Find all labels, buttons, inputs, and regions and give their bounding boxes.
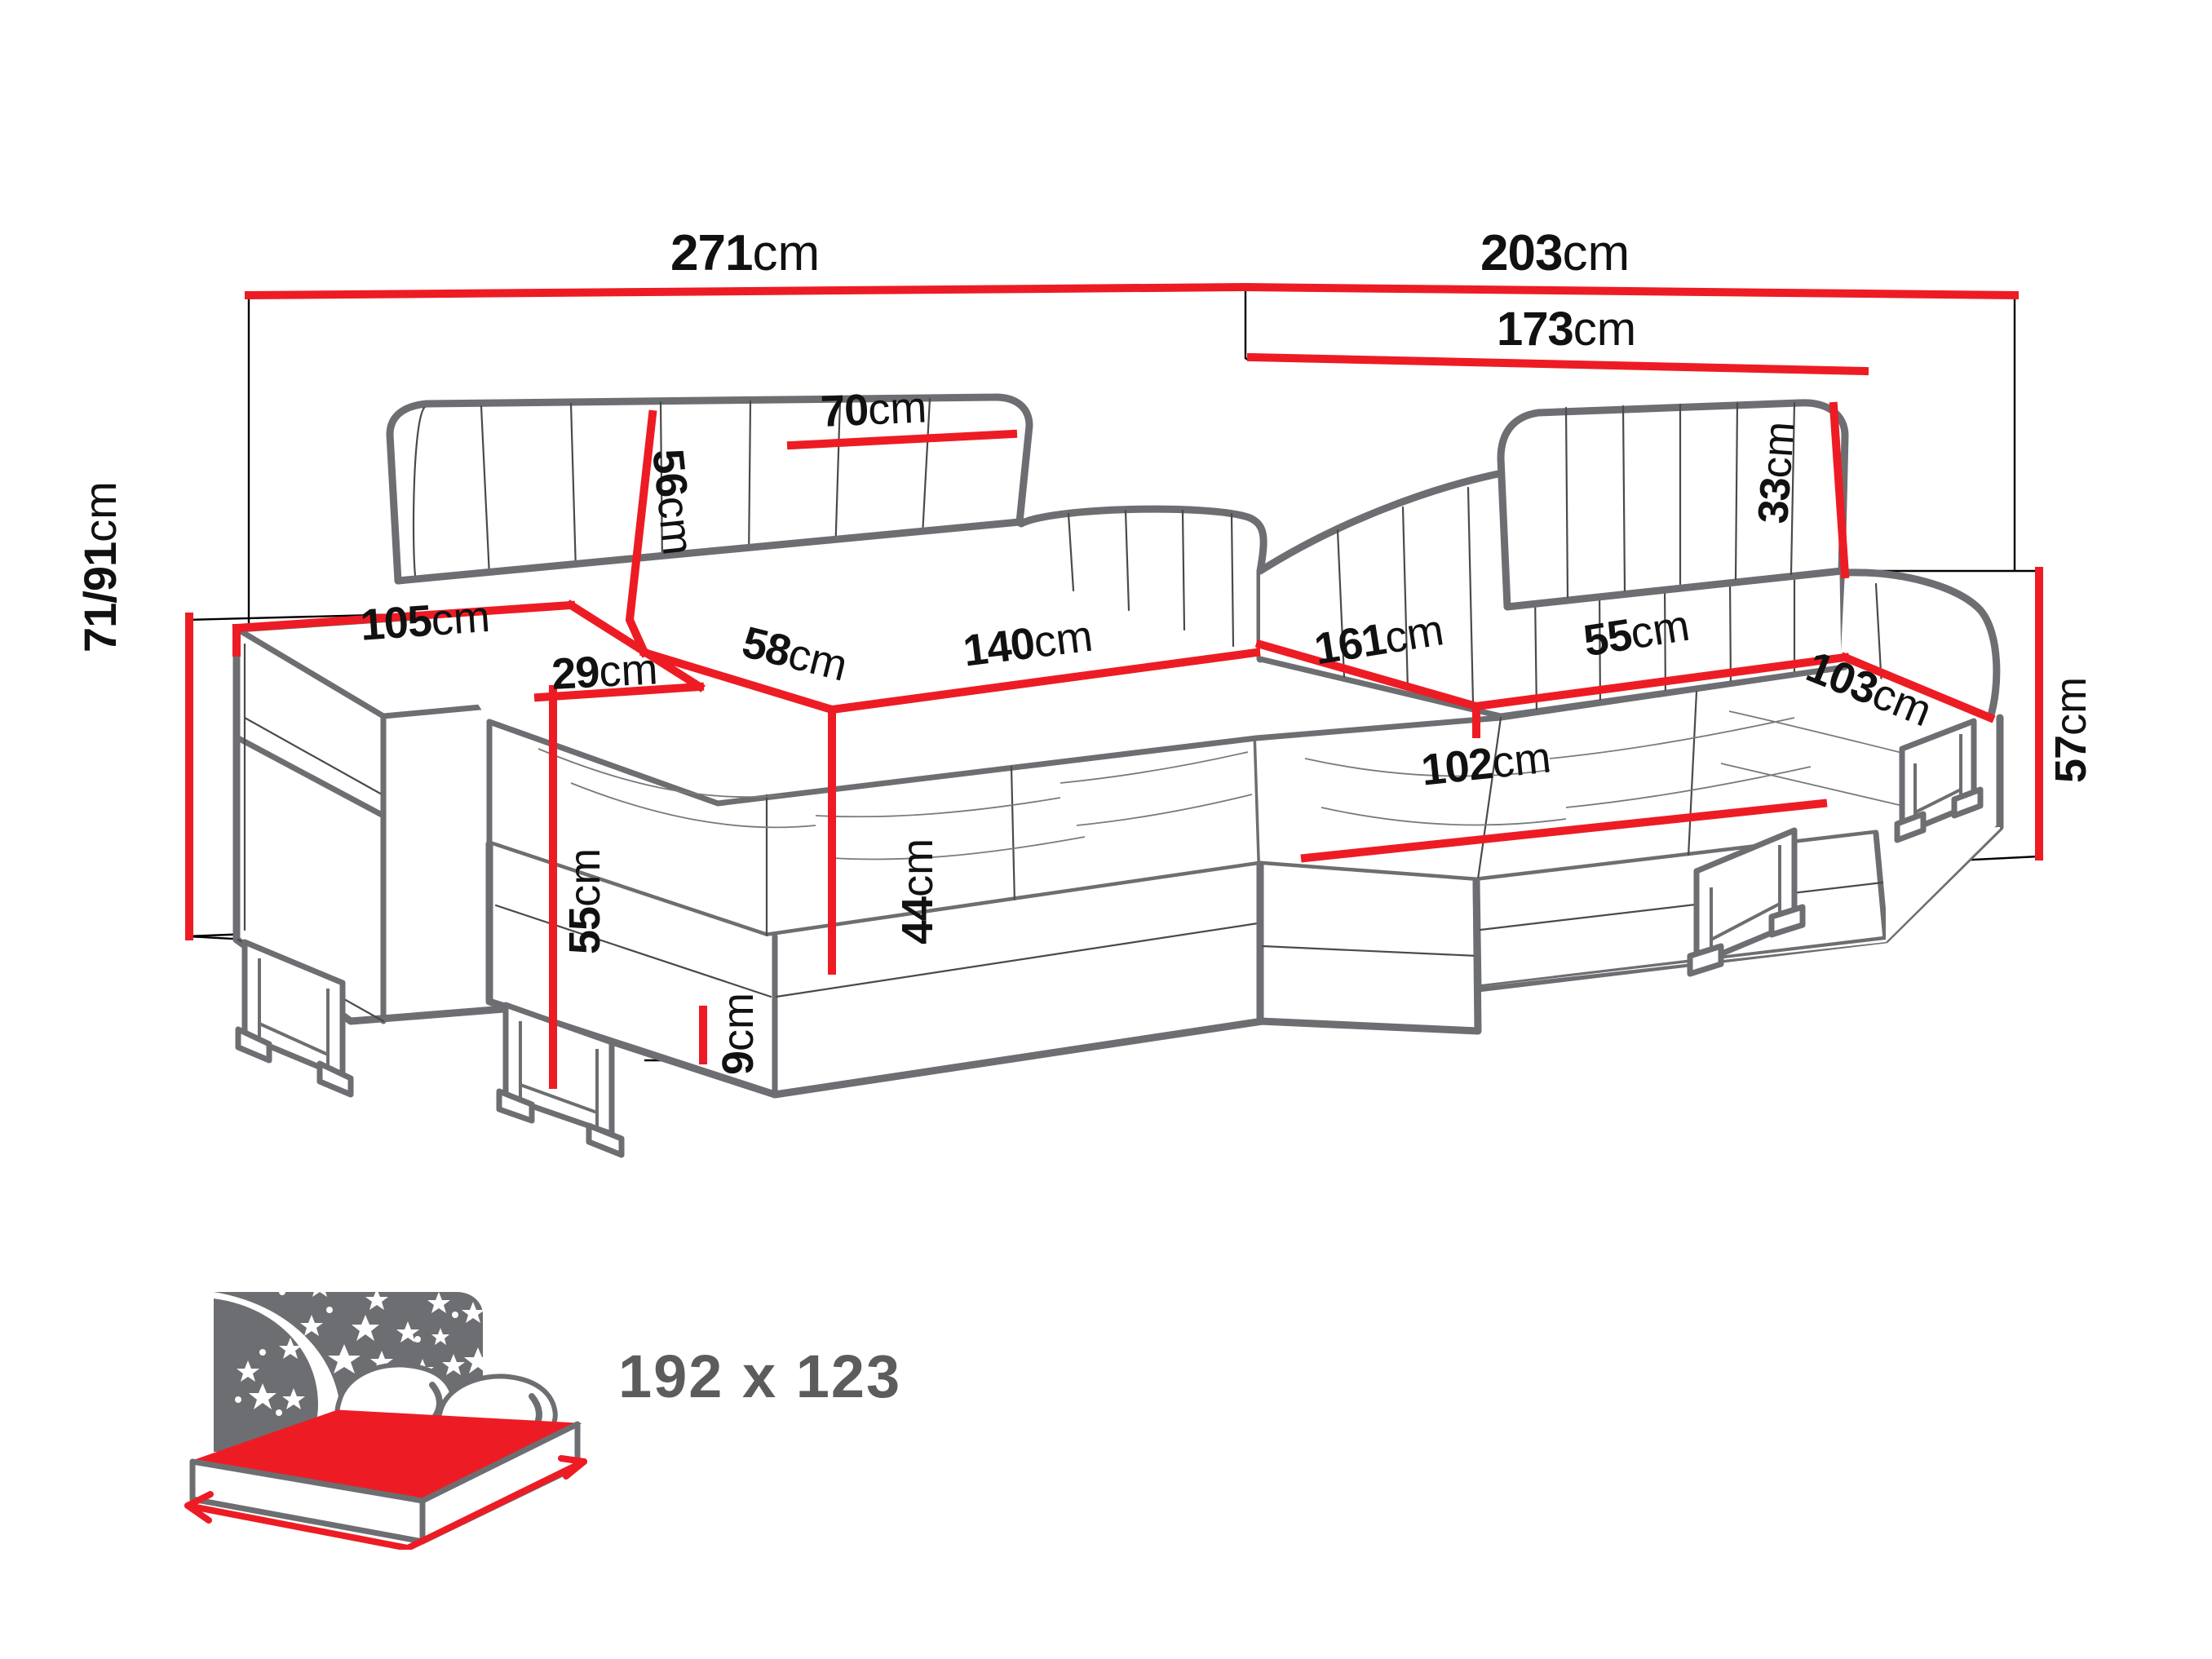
dim-value: 56 [643, 446, 697, 499]
bed-night-sky-icon [184, 1248, 587, 1550]
dim-label-armrest-width: 29cm [550, 644, 659, 699]
dim-value: 173 [1497, 303, 1574, 356]
dim-value: 33 [1750, 476, 1800, 525]
dim-unit: cm [1562, 225, 1630, 281]
dim-unit: cm [74, 481, 126, 542]
sofa-legs [235, 718, 1984, 1158]
dim-label-arm-height: 55cm [560, 847, 609, 954]
dim-label-total-depth-right: 203cm [1480, 228, 1630, 279]
dim-label-leg-height: 9cm [714, 992, 763, 1075]
leg-right-back [1894, 718, 1984, 843]
dim-value: 44 [893, 896, 942, 945]
dim-value: 105 [358, 595, 433, 650]
dim-value: 70 [819, 385, 869, 436]
dim-unit: cm [597, 644, 659, 697]
dim-label-total-width: 271cm [670, 228, 820, 279]
dim-label-right-cushion-height: 33cm [1750, 419, 1804, 525]
dim-unit: cm [1031, 611, 1095, 667]
dim-label-chaise-depth: 173cm [1497, 306, 1636, 353]
dim-unit: cm [866, 383, 928, 435]
sofa-illustration [232, 393, 2004, 1099]
sleeping-area-label: 192 x 123 [618, 1343, 902, 1410]
dim-value: 71/91 [74, 542, 126, 653]
dim-unit: cm [560, 847, 609, 907]
dim-value: 55 [560, 906, 609, 954]
dim-unit: cm [752, 225, 821, 281]
dim-unit: cm [714, 992, 763, 1051]
bed-dimension-arrows [184, 1455, 587, 1550]
dim-label-headrest-width: 70cm [819, 383, 928, 436]
dim-value: 140 [960, 618, 1037, 676]
dim-unit: cm [429, 591, 492, 645]
dim-label-armrest-depth: 105cm [358, 591, 492, 650]
dim-value: 29 [550, 647, 600, 699]
dim-label-backrest-height: 56cm [643, 446, 703, 558]
dim-value: 9 [714, 1051, 763, 1075]
dim-label-seat-height: 44cm [893, 838, 942, 945]
dim-label-overall-height: 71/91cm [74, 481, 126, 653]
right-headrest [1497, 399, 1849, 611]
dim-unit: cm [1626, 600, 1693, 659]
corner-base [1256, 860, 1482, 1035]
dim-unit: cm [1381, 605, 1448, 663]
dimension-lines [185, 282, 2043, 1089]
dim-value: 57 [2046, 735, 2095, 783]
leg-right-front [1687, 827, 1806, 977]
dim-unit: cm [648, 493, 703, 558]
leg-left-front [235, 939, 354, 1098]
dim-value: 55 [1580, 609, 1635, 666]
dim-value: 102 [1418, 738, 1495, 795]
left-backrest [394, 505, 1267, 807]
dim-unit: cm [893, 838, 942, 897]
leg-left-mid [496, 1002, 625, 1158]
dim-label-right-seat-height: 57cm [2046, 676, 2095, 783]
dim-unit: cm [1752, 419, 1804, 480]
dim-value: 203 [1480, 225, 1563, 281]
dim-unit: cm [1489, 732, 1554, 788]
dim-unit: cm [1573, 303, 1637, 356]
dim-value: 271 [670, 225, 753, 281]
dim-unit: cm [2046, 676, 2095, 736]
